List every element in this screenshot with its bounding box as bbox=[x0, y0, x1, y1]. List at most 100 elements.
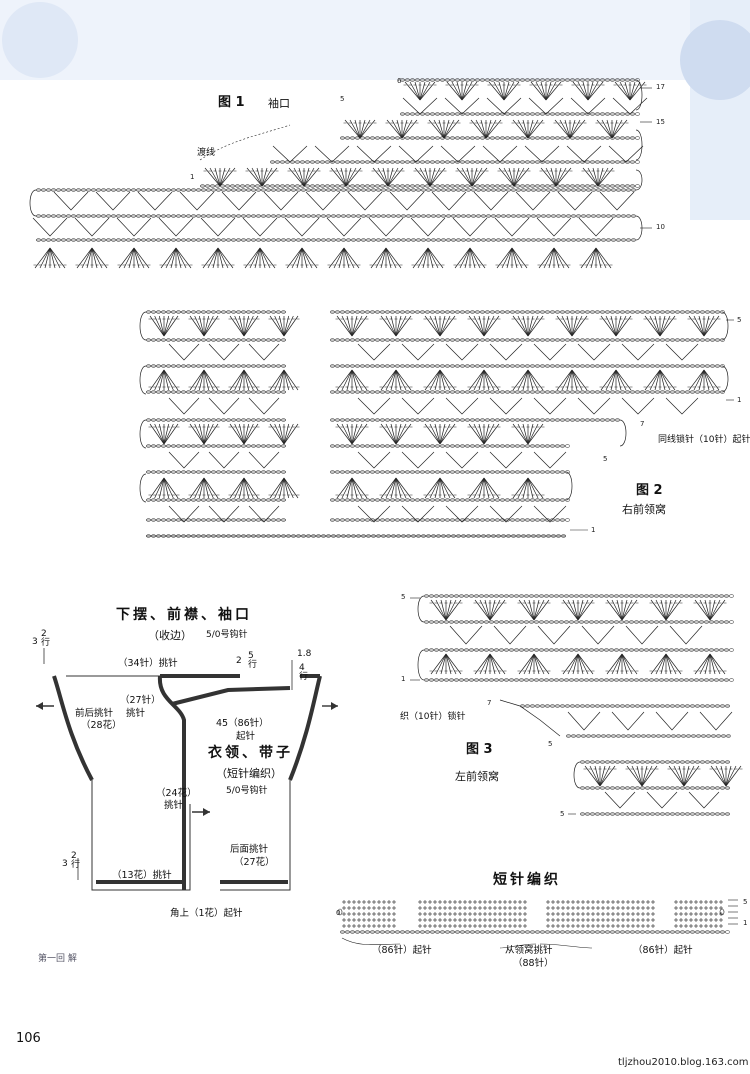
chain-stitch bbox=[216, 534, 221, 538]
chain-stitch bbox=[385, 364, 390, 368]
chain-stitch bbox=[515, 930, 520, 934]
chain-stitch bbox=[226, 364, 231, 368]
chain-stitch bbox=[536, 214, 541, 218]
chain-stitch bbox=[615, 390, 620, 394]
chain-stitch bbox=[166, 338, 171, 342]
chain-stitch bbox=[370, 390, 375, 394]
chain-stitch bbox=[246, 418, 251, 422]
chain-stitch bbox=[704, 594, 709, 598]
chain-stitch bbox=[545, 160, 550, 164]
fan-stitch bbox=[545, 81, 557, 101]
chain-stitch bbox=[276, 214, 281, 218]
chain-stitch bbox=[370, 184, 375, 188]
chain-stitch bbox=[176, 470, 181, 474]
chain-stitch bbox=[485, 930, 490, 934]
fan-stitch bbox=[293, 167, 305, 187]
chain-stitch bbox=[506, 188, 511, 192]
chain-stitch bbox=[525, 518, 530, 522]
chain-stitch bbox=[525, 390, 530, 394]
chain-stitch bbox=[395, 364, 400, 368]
mesh-stitch bbox=[489, 505, 523, 523]
turning-chain bbox=[417, 649, 425, 681]
fan-stitch bbox=[189, 477, 205, 499]
mesh-stitch bbox=[179, 191, 215, 211]
chain-stitch bbox=[206, 214, 211, 218]
chain-stitch bbox=[166, 518, 171, 522]
chain-stitch bbox=[630, 364, 635, 368]
turning-chain bbox=[565, 471, 573, 501]
chain-stitch bbox=[580, 418, 585, 422]
chain-stitch bbox=[714, 620, 719, 624]
fan-stitch bbox=[489, 653, 496, 675]
fan-stitch bbox=[562, 599, 579, 621]
chain-stitch bbox=[461, 188, 466, 192]
chain-stitch bbox=[405, 160, 410, 164]
chain-stitch bbox=[380, 498, 385, 502]
chain-stitch bbox=[181, 364, 186, 368]
chain-stitch bbox=[301, 188, 306, 192]
fan-stitch bbox=[619, 81, 631, 101]
chain-stitch bbox=[515, 498, 520, 502]
fan-stitch bbox=[254, 247, 261, 269]
chain-stitch bbox=[669, 620, 674, 624]
chain-stitch bbox=[445, 444, 450, 448]
chain-stitch bbox=[490, 364, 495, 368]
chain-stitch bbox=[146, 364, 151, 368]
body-outline-left bbox=[66, 675, 191, 891]
fan-stitch bbox=[589, 765, 601, 787]
fan-stitch bbox=[693, 315, 705, 337]
chain-stitch bbox=[600, 704, 605, 708]
fan-stitch bbox=[163, 315, 174, 337]
chain-stitch bbox=[241, 238, 246, 242]
chain-stitch bbox=[365, 136, 370, 140]
chain-stitch bbox=[355, 418, 360, 422]
mesh-stitch bbox=[401, 343, 435, 361]
chain-stitch bbox=[675, 812, 680, 816]
fan-stitch bbox=[133, 247, 145, 269]
chain-stitch bbox=[709, 594, 714, 598]
hem-heading: 下摆、前襟、袖口 bbox=[116, 607, 252, 623]
chain-stitch bbox=[510, 518, 515, 522]
chain-stitch bbox=[611, 734, 616, 738]
chain-stitch bbox=[191, 498, 196, 502]
fan-stitch bbox=[511, 247, 518, 269]
chain-stitch bbox=[231, 214, 236, 218]
chain-stitch bbox=[475, 184, 480, 188]
chain-stitch bbox=[346, 188, 351, 192]
chain-stitch bbox=[275, 184, 280, 188]
chain-stitch bbox=[401, 534, 406, 538]
mesh-stitch bbox=[402, 97, 438, 115]
chain-stitch bbox=[514, 620, 519, 624]
chain-stitch bbox=[485, 112, 490, 116]
chain-stitch bbox=[71, 238, 76, 242]
chain-stitch bbox=[489, 648, 494, 652]
chain-stitch bbox=[126, 214, 131, 218]
chain-stitch bbox=[166, 390, 171, 394]
chain-stitch bbox=[480, 310, 485, 314]
chain-stitch bbox=[146, 238, 151, 242]
fan-stitch bbox=[440, 599, 447, 621]
chain-stitch bbox=[585, 310, 590, 314]
chain-stitch bbox=[634, 648, 639, 652]
chain-stitch bbox=[256, 470, 261, 474]
fan-stitch bbox=[533, 599, 545, 621]
fan-stitch bbox=[351, 315, 363, 337]
chain-stitch bbox=[581, 734, 586, 738]
chain-stitch bbox=[445, 390, 450, 394]
mesh-stitch bbox=[242, 217, 278, 237]
chain-stitch bbox=[211, 310, 216, 314]
chain-stitch bbox=[459, 648, 464, 652]
chain-stitch bbox=[455, 338, 460, 342]
chain-stitch bbox=[360, 364, 365, 368]
chain-stitch bbox=[370, 930, 375, 934]
chain-stitch bbox=[619, 648, 624, 652]
chain-stitch bbox=[146, 470, 151, 474]
chain-stitch bbox=[699, 620, 704, 624]
chain-stitch bbox=[305, 184, 310, 188]
chain-stitch bbox=[350, 136, 355, 140]
chain-stitch bbox=[391, 238, 396, 242]
chain-stitch bbox=[231, 498, 236, 502]
chain-stitch bbox=[614, 594, 619, 598]
chain-stitch bbox=[729, 620, 734, 624]
chain-stitch bbox=[595, 786, 600, 790]
